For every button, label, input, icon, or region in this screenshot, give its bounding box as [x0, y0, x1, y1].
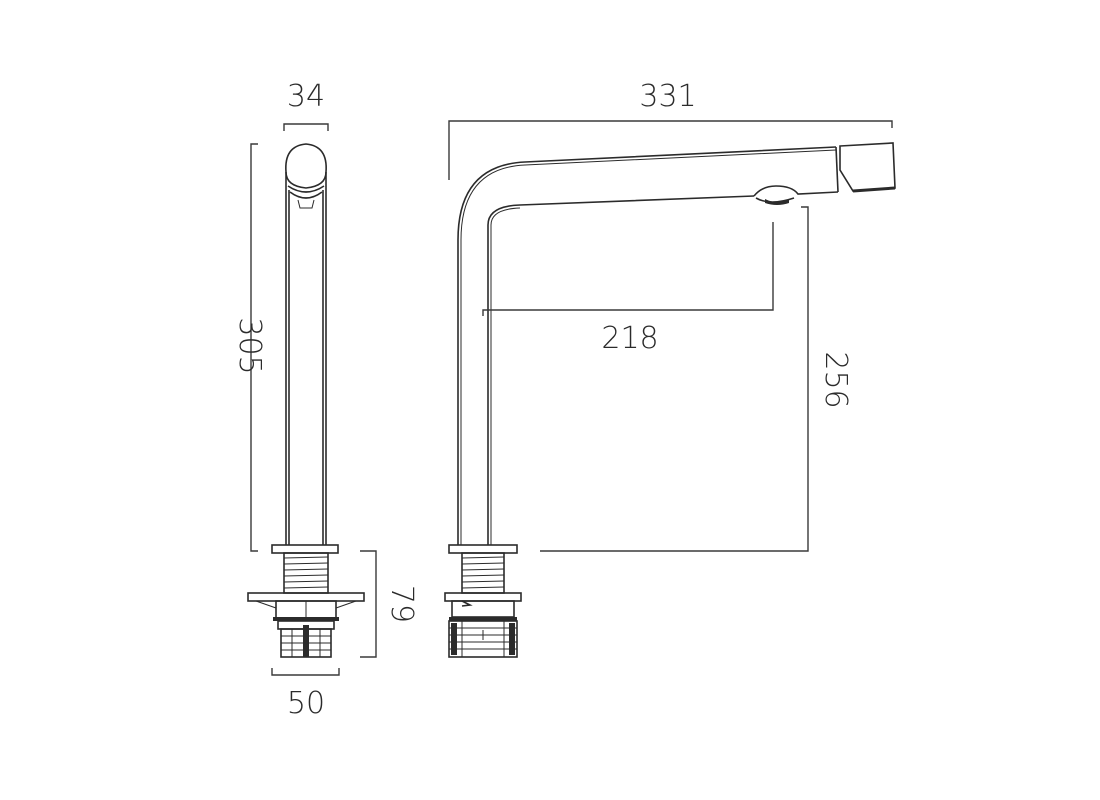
dim-line-outlet-height: [540, 206, 809, 552]
front-flange: [448, 544, 518, 554]
dim-line-base-height: [360, 550, 377, 658]
front-lower-nut: [448, 620, 518, 658]
dim-line-overall-reach: [448, 120, 893, 180]
front-elevation: 331 218 256: [444, 79, 896, 658]
dim-overall-reach: 331: [639, 79, 696, 114]
handle-head: [285, 143, 327, 189]
mounting-plate: [247, 592, 365, 602]
dim-base-width: 50: [287, 686, 325, 721]
dim-base-height: 79: [384, 585, 419, 623]
dim-line-side-height: [250, 143, 258, 552]
dim-outlet-reach: 218: [601, 321, 658, 356]
aerator: [753, 185, 839, 197]
dim-outlet-height: 256: [818, 351, 853, 408]
spout-inner: [487, 195, 755, 545]
spout-end-cap: [839, 142, 896, 192]
dim-line-outlet-reach: [482, 222, 774, 316]
dim-side-width: 34: [287, 79, 325, 114]
side-flange: [271, 544, 339, 554]
side-view: 34 305: [232, 79, 419, 721]
dim-line-base-width: [271, 668, 340, 676]
spout-outer: [457, 146, 837, 545]
dim-side-height: 305: [232, 317, 267, 374]
dim-line-side-width: [283, 123, 329, 131]
